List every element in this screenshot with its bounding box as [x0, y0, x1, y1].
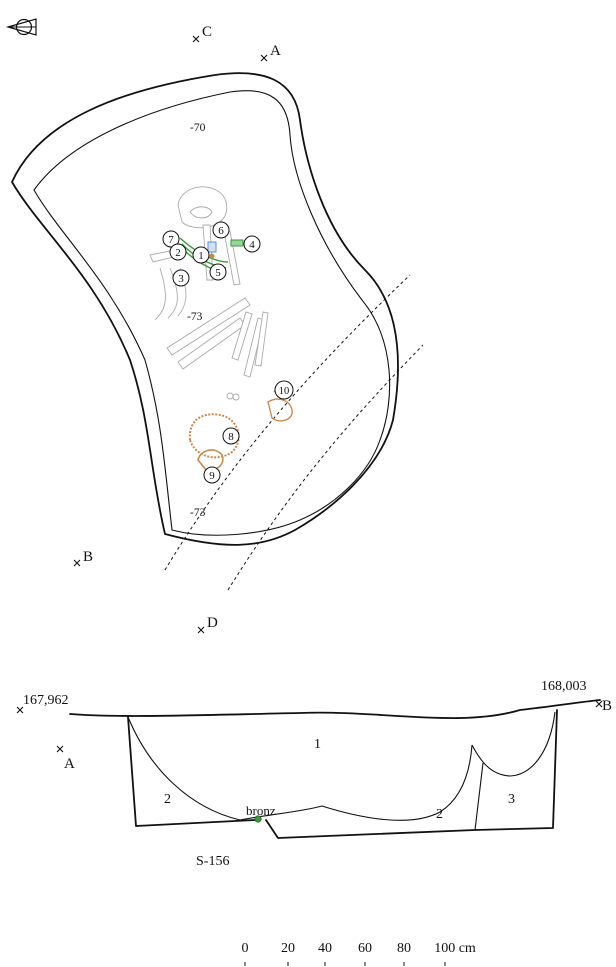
svg-text:80: 80: [397, 941, 411, 956]
find-marker-5: 5: [209, 263, 227, 281]
survey-point-b: B: [73, 549, 93, 567]
svg-text:60: 60: [358, 941, 372, 956]
north-arrow-icon: [5, 18, 37, 36]
grave-outline-outer: [11, 72, 399, 546]
left-elevation: 167,962: [23, 693, 69, 708]
svg-text:7: 7: [168, 234, 174, 246]
section-point-a: A: [64, 756, 75, 772]
skeleton: [149, 186, 269, 401]
survey-point-a: A: [260, 43, 281, 62]
find-marker-10: 10: [274, 380, 294, 400]
section-profile: [69, 699, 601, 839]
section-bronze-find: [254, 815, 262, 823]
svg-text:1: 1: [198, 250, 204, 262]
depth-label-top: -70: [190, 122, 206, 134]
intrusion-line-left: [164, 274, 411, 571]
find-marker-1: 1: [192, 246, 210, 264]
svg-text:100 cm: 100 cm: [434, 941, 476, 956]
svg-text:5: 5: [215, 267, 221, 279]
svg-text:3: 3: [178, 273, 184, 285]
svg-text:B: B: [83, 549, 93, 565]
svg-text:D: D: [207, 615, 218, 631]
depth-label-middle: -73: [187, 311, 203, 323]
section-point-b: B: [602, 698, 612, 714]
find-marker-6: 6: [212, 221, 230, 239]
survey-point-d: D: [197, 615, 218, 634]
find-marker-9: 9: [203, 466, 221, 484]
find-marker-8: 8: [222, 427, 240, 445]
svg-text:A: A: [270, 43, 281, 59]
svg-text:20: 20: [281, 941, 295, 956]
svg-text:2: 2: [175, 247, 181, 259]
scale-bar: 0 20 40 60 80 100 cm: [242, 941, 476, 966]
find-marker-3: 3: [172, 269, 190, 287]
svg-text:0: 0: [242, 941, 249, 956]
bronze-find-label: bronz: [246, 803, 276, 818]
find-marker-4: 4: [243, 235, 261, 253]
find-marker-7: 7: [162, 230, 180, 248]
grave-outline-inner: [33, 90, 391, 536]
svg-text:40: 40: [318, 941, 332, 956]
layer-label-2-right: 2: [436, 807, 443, 822]
find-marker-2: 2: [169, 243, 187, 261]
intrusion-line-right: [227, 344, 424, 591]
survey-point-c: C: [192, 24, 212, 43]
svg-text:10: 10: [279, 386, 290, 397]
right-elevation: 168,003: [541, 679, 587, 694]
layer-label-1: 1: [314, 737, 321, 752]
layer-label-2-left: 2: [164, 792, 171, 807]
svg-text:6: 6: [218, 225, 224, 237]
svg-text:C: C: [202, 24, 212, 40]
feature-id: S-156: [196, 854, 229, 869]
svg-text:9: 9: [209, 470, 215, 482]
layer-label-3: 3: [508, 792, 515, 807]
svg-text:4: 4: [249, 239, 255, 251]
find-amber-vessels: [188, 384, 293, 472]
depth-label-bottom: -73: [190, 507, 206, 519]
svg-text:8: 8: [228, 431, 234, 443]
